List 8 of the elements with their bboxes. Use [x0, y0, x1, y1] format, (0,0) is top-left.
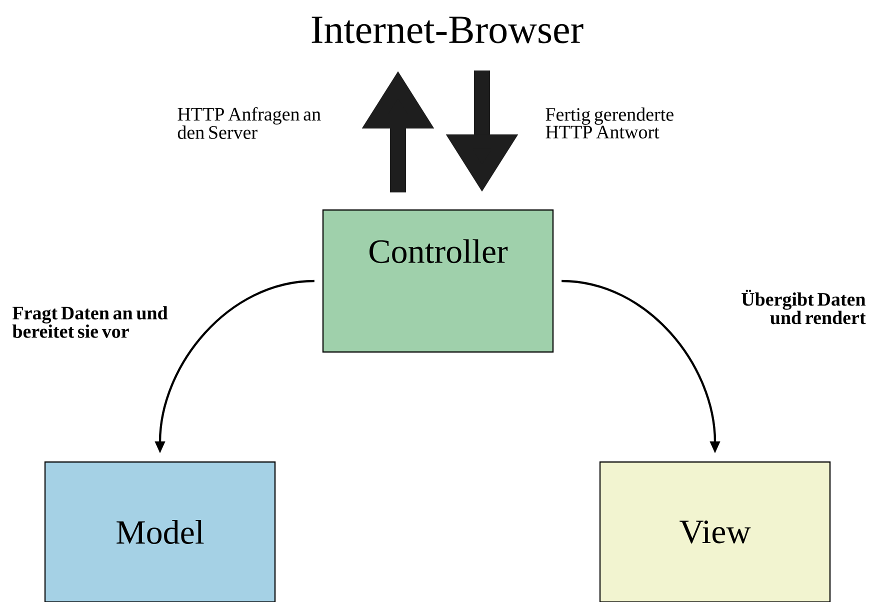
edge-label: Übergibt Daten und rendert: [742, 290, 866, 324]
component-box: Model: [44, 461, 276, 602]
title-text: Internet-Browser: [312, 16, 584, 44]
edge-label: HTTP Anfragen an den Server: [178, 107, 321, 139]
edge-label: Fragt Daten an und bereitet sie vor: [12, 306, 168, 338]
component-box: Controller: [322, 209, 554, 353]
edge-label: Fertig gerenderte HTTP Antwort: [546, 108, 674, 138]
component-box: View: [599, 461, 831, 602]
